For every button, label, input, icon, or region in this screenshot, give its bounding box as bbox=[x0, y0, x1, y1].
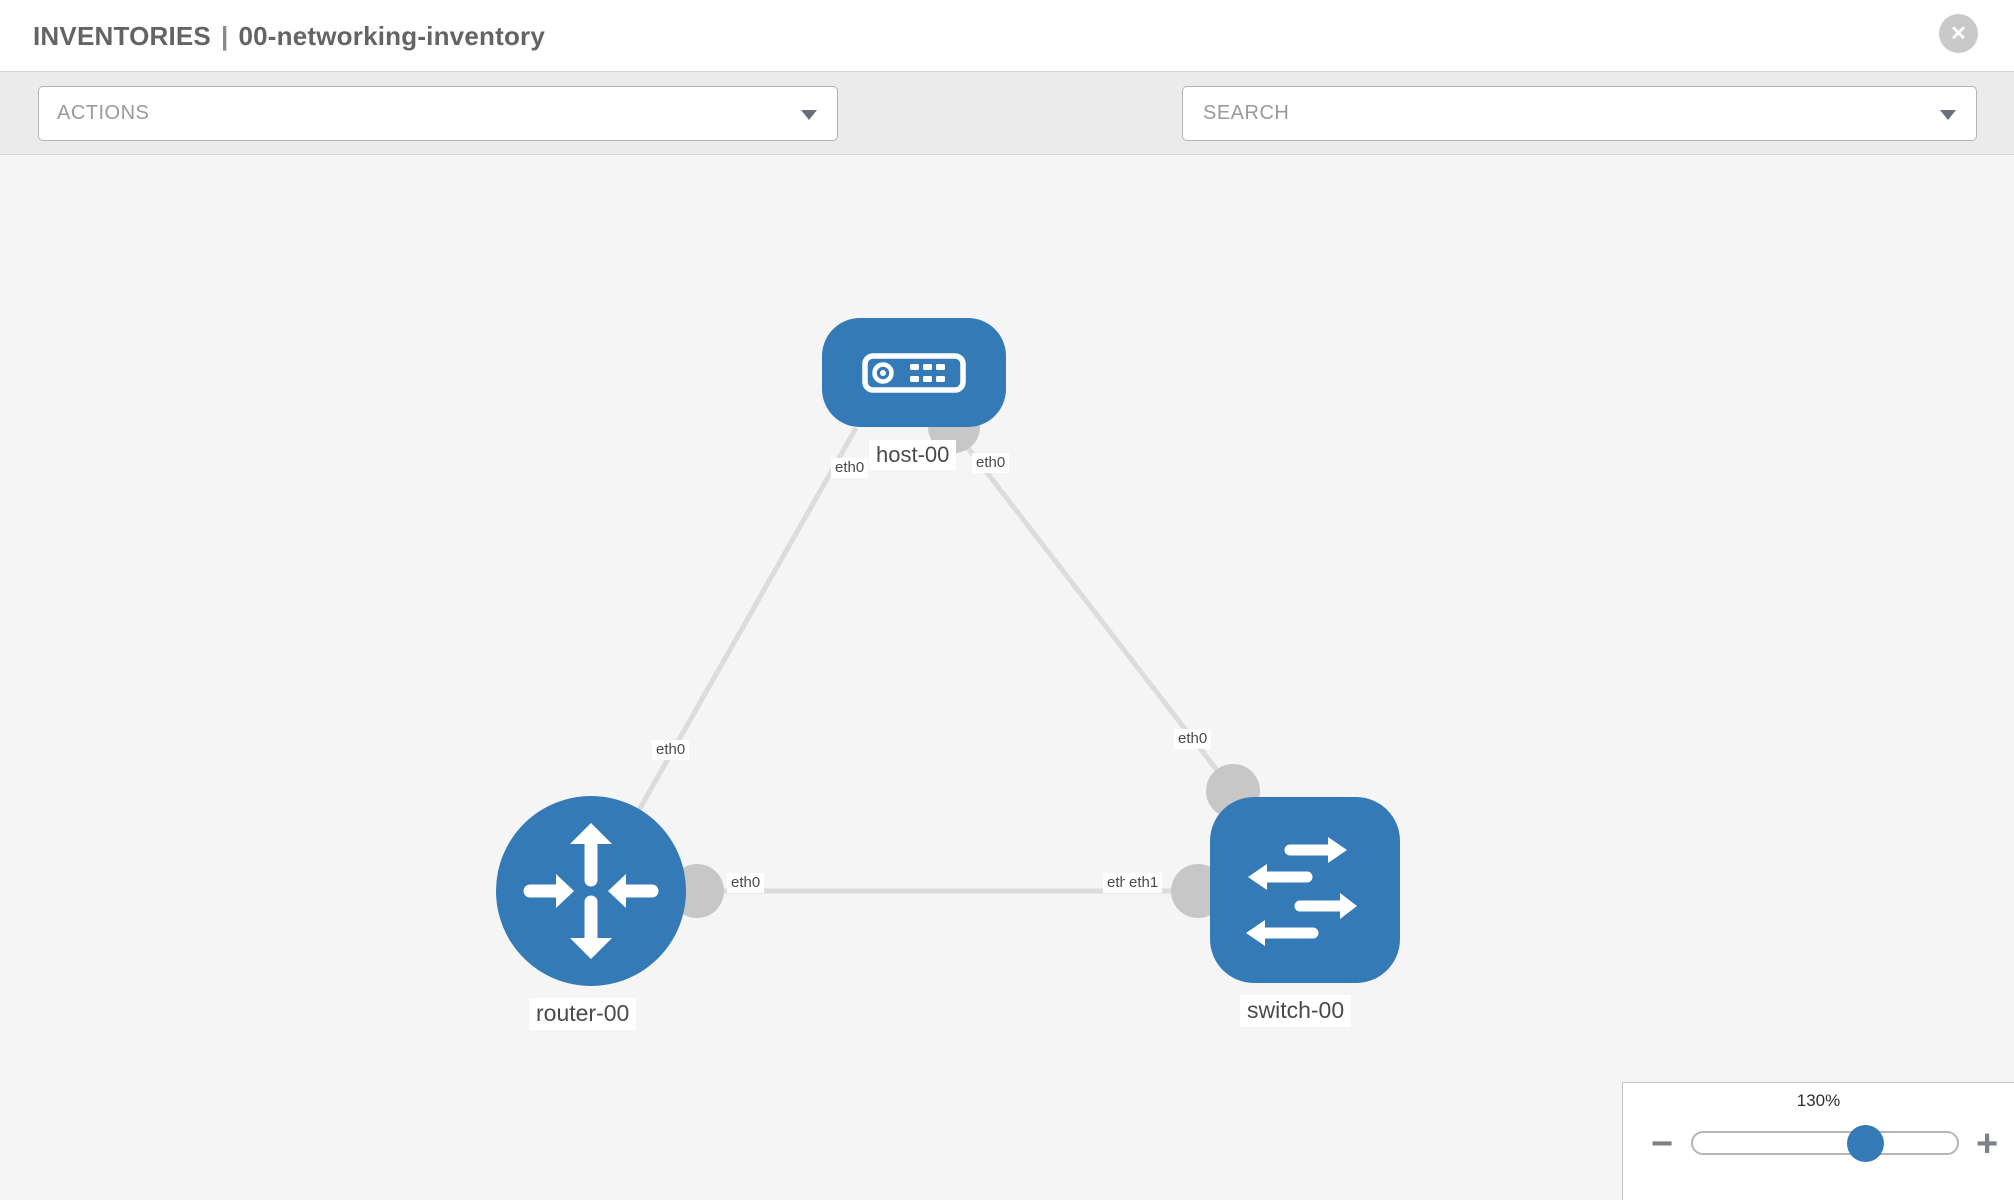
search-chevron-down-icon bbox=[1940, 109, 1956, 120]
node-label-router-00: router-00 bbox=[529, 998, 637, 1030]
page-title-section: INVENTORIES bbox=[33, 20, 211, 51]
toolbar: ACTIONS bbox=[0, 72, 2014, 201]
actions-dropdown-label: ACTIONS bbox=[57, 102, 150, 124]
zoom-slider-track[interactable] bbox=[1691, 1131, 1959, 1155]
chevron-down-icon bbox=[801, 109, 817, 120]
node-host-00[interactable] bbox=[822, 318, 1006, 427]
close-button[interactable]: ✕ bbox=[1939, 14, 1978, 53]
node-label-switch-00: switch-00 bbox=[1240, 995, 1352, 1027]
zoom-slider-handle[interactable] bbox=[1847, 1125, 1885, 1162]
page-title-item: 00-networking-inventory bbox=[238, 20, 546, 51]
interface-label: eth0 bbox=[652, 740, 690, 760]
zoom-level-label: 130% bbox=[1796, 1091, 1841, 1110]
node-switch-00[interactable] bbox=[1210, 797, 1400, 983]
host-icon bbox=[862, 352, 966, 393]
interface-label: eth0 bbox=[1174, 729, 1212, 749]
modal-header: INVENTORIES | 00-networking-inventory ✕ bbox=[0, 0, 2014, 72]
search-input[interactable] bbox=[1201, 101, 1905, 126]
page-title: INVENTORIES | 00-networking-inventory bbox=[33, 0, 545, 72]
search-field bbox=[1182, 86, 1977, 141]
interface-label: eth0 bbox=[972, 453, 1010, 473]
zoom-control-panel: 130% − + bbox=[1622, 1082, 2014, 1200]
zoom-in-button[interactable]: + bbox=[1976, 1123, 1999, 1165]
switch-icon bbox=[1246, 837, 1357, 946]
router-icon bbox=[523, 823, 659, 959]
node-label-host-00: host-00 bbox=[869, 440, 957, 471]
interface-label: eth0 bbox=[831, 458, 869, 478]
node-router-00[interactable] bbox=[496, 796, 686, 986]
close-icon: ✕ bbox=[1950, 22, 1967, 45]
interface-label: eth0 bbox=[727, 873, 765, 893]
zoom-out-button[interactable]: − bbox=[1651, 1123, 1674, 1165]
actions-dropdown[interactable]: ACTIONS bbox=[38, 86, 838, 141]
interface-label: eth1 bbox=[1125, 873, 1163, 893]
links-layer bbox=[636, 401, 1260, 918]
page-title-separator: | bbox=[220, 20, 229, 51]
